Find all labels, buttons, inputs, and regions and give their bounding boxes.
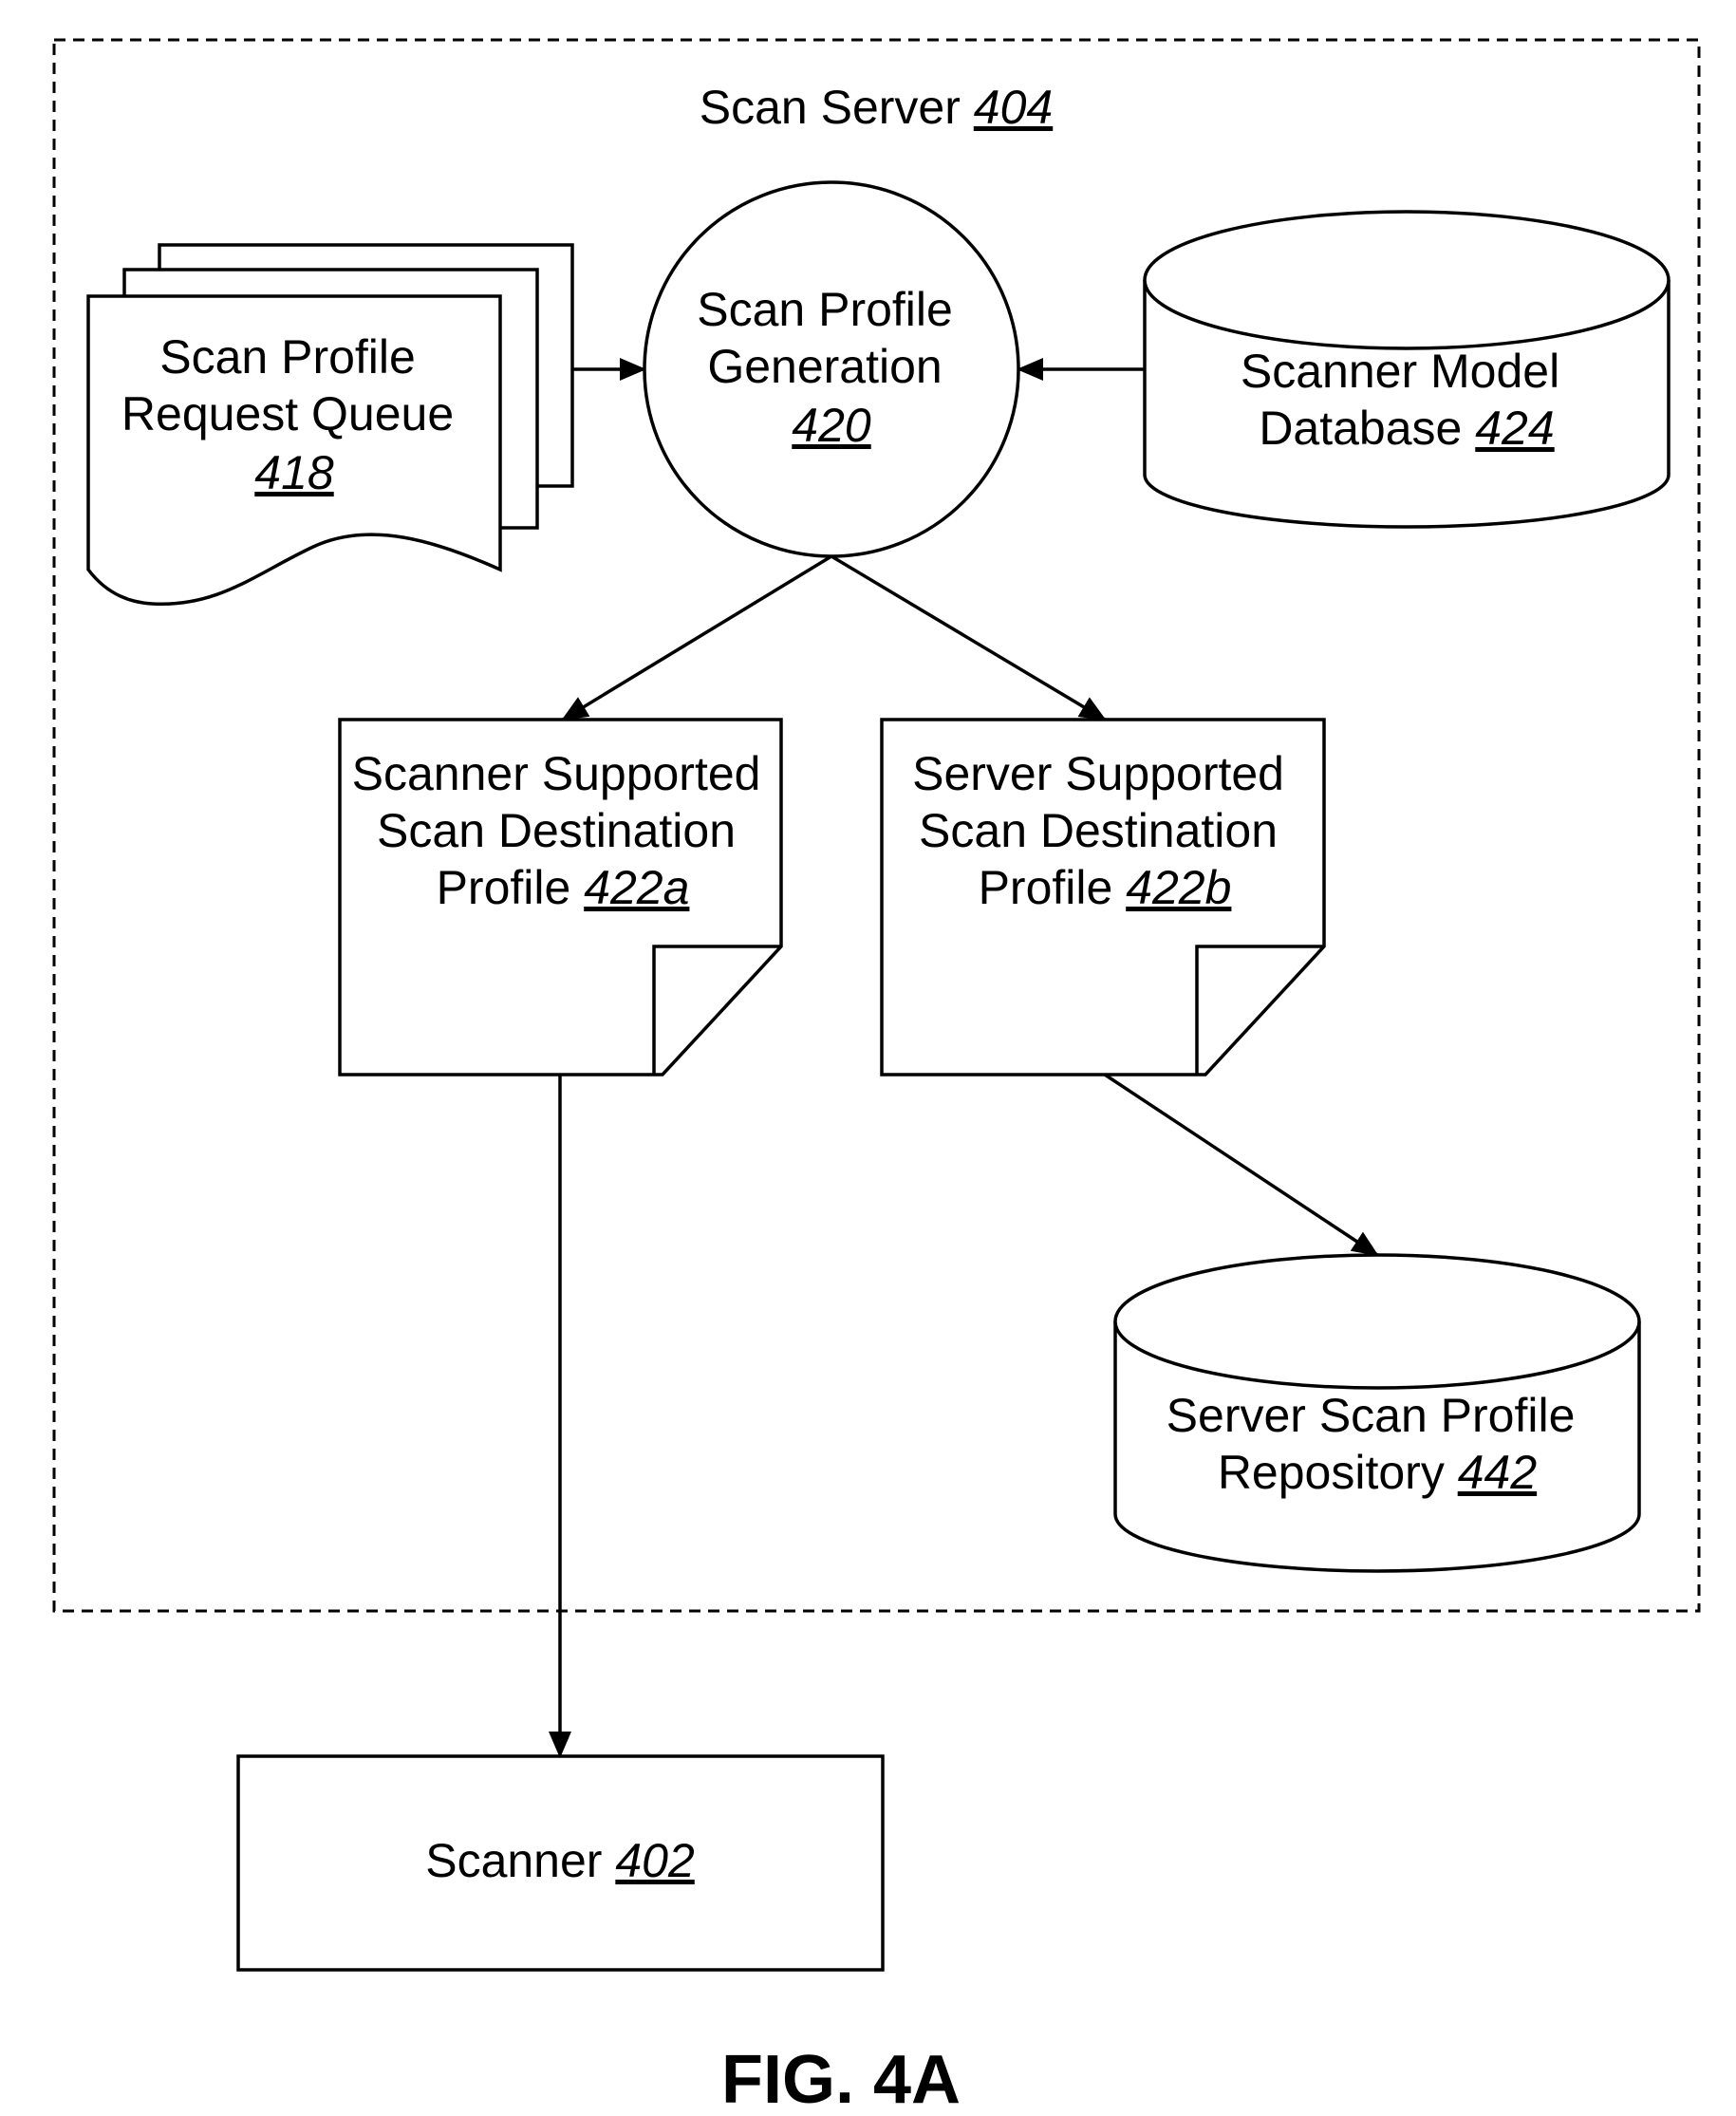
edge-generation-to-profile-422a [563, 556, 831, 720]
scanner-label: Scanner 402 [425, 1834, 695, 1887]
edge-generation-to-profile-422b [831, 556, 1105, 720]
edge-profile-422b-to-repository [1105, 1075, 1377, 1255]
scan-server-title: Scan Server 404 [700, 81, 1053, 134]
figure-caption: FIG. 4A [721, 2042, 961, 2116]
